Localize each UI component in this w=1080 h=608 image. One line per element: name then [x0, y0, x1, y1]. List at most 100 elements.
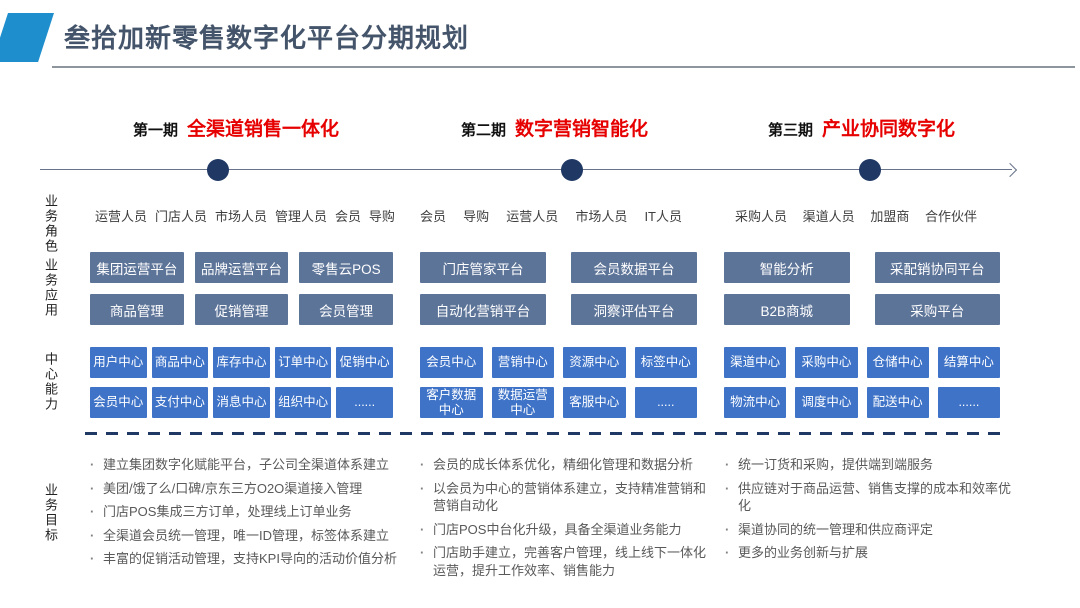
- phase3-title: 产业协同数字化: [822, 119, 956, 140]
- role-label: 合作伙伴: [924, 209, 977, 224]
- center-box: 采购中心: [795, 347, 858, 378]
- phase2-title: 数字营销智能化: [515, 119, 649, 140]
- role-label: 市场人员: [214, 209, 267, 224]
- app-box: 会员数据平台: [571, 252, 697, 283]
- row-label-business-goals: 业务目标: [43, 483, 58, 543]
- goal-item: 更多的业务创新与扩展: [723, 544, 1023, 562]
- goal-item: 门店助手建立，完善客户管理，线上线下一体化运营，提升工作效率、销售能力: [418, 544, 713, 579]
- center-box: 结算中心: [937, 347, 1000, 378]
- app-box: 会员管理: [299, 294, 394, 325]
- phase1-title: 全渠道销售一体化: [187, 119, 340, 140]
- title-accent-shape: [0, 13, 55, 62]
- center-box: 物流中心: [724, 387, 787, 418]
- phase2-apps-row2: 自动化营销平台洞察评估平台: [420, 294, 697, 325]
- phase1-roles-row: 运营人员门店人员市场人员管理人员会员导购: [95, 206, 395, 225]
- goal-item: 以会员为中心的营销体系建立，支持精准营销和营销自动化: [418, 480, 713, 515]
- role-label: 导购: [368, 209, 395, 224]
- role-label: 市场人员: [575, 209, 628, 224]
- app-box: 集团运营平台: [90, 252, 184, 283]
- center-box: 客服中心: [563, 387, 626, 418]
- app-box: 智能分析: [724, 252, 850, 283]
- phase3-apps-row1: 智能分析采配销协同平台: [724, 252, 1000, 283]
- phase2-header: 第二期 数字营销智能化: [461, 114, 648, 141]
- goal-item: 会员的成长体系优化，精细化管理和数据分析: [418, 456, 713, 474]
- center-box: 标签中心: [634, 347, 697, 378]
- center-box: ......: [937, 387, 1000, 418]
- phase2-centers-row2: 客户数据中心数据运营中心客服中心.....: [420, 387, 697, 418]
- phase1-apps-row1: 集团运营平台品牌运营平台零售云POS: [90, 252, 394, 283]
- center-box: 营销中心: [491, 347, 554, 378]
- phase3-goals-list: 统一订货和采购，提供端到端服务供应链对于商品运营、销售支撑的成本和效率优化渠道协…: [723, 456, 1023, 568]
- app-box: 自动化营销平台: [420, 294, 546, 325]
- role-label: 渠道人员: [802, 209, 855, 224]
- role-label: 采购人员: [735, 209, 788, 224]
- phase2-centers-row1: 会员中心营销中心资源中心标签中心: [420, 347, 697, 378]
- phase2-label: 第二期: [461, 122, 507, 139]
- center-box: 用户中心: [90, 347, 147, 378]
- phase1-goals-list: 建立集团数字化赋能平台，子公司全渠道体系建立美团/饿了么/口碑/京东三方O2O渠…: [88, 456, 400, 574]
- app-box: 品牌运营平台: [194, 252, 289, 283]
- timeline-dot-phase2: [561, 159, 583, 181]
- center-box: 库存中心: [213, 347, 270, 378]
- center-box: 消息中心: [213, 387, 270, 418]
- app-box: B2B商城: [724, 294, 850, 325]
- center-box: 组织中心: [274, 387, 332, 418]
- phase1-header: 第一期 全渠道销售一体化: [133, 114, 339, 141]
- role-label: 会员: [420, 209, 447, 224]
- phase3-header: 第三期 产业协同数字化: [768, 114, 955, 141]
- goal-item: 美团/饿了么/口碑/京东三方O2O渠道接入管理: [88, 480, 400, 498]
- center-box: 订单中心: [274, 347, 332, 378]
- row-label-center-capabilities: 中心能力: [43, 352, 58, 412]
- center-box: 仓储中心: [866, 347, 929, 378]
- role-label: 管理人员: [274, 209, 327, 224]
- role-label: 运营人员: [95, 209, 148, 224]
- role-label: 门店人员: [154, 209, 207, 224]
- center-box: 促销中心: [336, 347, 393, 378]
- center-box: 会员中心: [420, 347, 483, 378]
- app-box: 采购平台: [874, 294, 1000, 325]
- app-box: 洞察评估平台: [571, 294, 697, 325]
- center-box: .....: [634, 387, 697, 418]
- phase1-centers-row1: 用户中心商品中心库存中心订单中心促销中心: [90, 347, 393, 378]
- app-box: 零售云POS: [299, 252, 394, 283]
- app-box: 采配销协同平台: [874, 252, 1000, 283]
- phase3-centers-row1: 渠道中心采购中心仓储中心结算中心: [724, 347, 1000, 378]
- goal-item: 门店POS中台化升级，具备全渠道业务能力: [418, 521, 713, 539]
- timeline-dot-phase1: [207, 159, 229, 181]
- phase3-label: 第三期: [768, 122, 814, 139]
- center-box: 配送中心: [866, 387, 929, 418]
- center-box: 资源中心: [563, 347, 626, 378]
- row-label-business-apps: 业务应用: [43, 258, 58, 318]
- center-box: 调度中心: [795, 387, 858, 418]
- goal-item: 建立集团数字化赋能平台，子公司全渠道体系建立: [88, 456, 400, 474]
- phase2-apps-row1: 门店管家平台会员数据平台: [420, 252, 697, 283]
- role-label: 加盟商: [870, 209, 910, 224]
- goal-item: 供应链对于商品运营、销售支撑的成本和效率优化: [723, 480, 1023, 515]
- phase3-apps-row2: B2B商城采购平台: [724, 294, 1000, 325]
- center-box: 客户数据中心: [420, 387, 483, 418]
- role-label: 运营人员: [506, 209, 559, 224]
- timeline-arrow-icon: [1002, 162, 1018, 178]
- phase1-centers-row2: 会员中心支付中心消息中心组织中心......: [90, 387, 393, 418]
- role-label: 会员: [334, 209, 361, 224]
- app-box: 商品管理: [90, 294, 184, 325]
- phase2-goals-list: 会员的成长体系优化，精细化管理和数据分析以会员为中心的营销体系建立，支持精准营销…: [418, 456, 713, 585]
- title-underline: [52, 66, 1075, 68]
- goal-item: 渠道协同的统一管理和供应商评定: [723, 521, 1023, 539]
- goal-item: 门店POS集成三方订单，处理线上订单业务: [88, 503, 400, 521]
- phase3-roles-row: 采购人员渠道人员加盟商合作伙伴: [735, 206, 977, 225]
- phase1-label: 第一期: [133, 122, 179, 139]
- center-box: 商品中心: [151, 347, 209, 378]
- timeline-dot-phase3: [859, 159, 881, 181]
- page-title: 叁拾加新零售数字化平台分期规划: [64, 23, 470, 53]
- center-box: 数据运营中心: [491, 387, 554, 418]
- app-box: 促销管理: [194, 294, 289, 325]
- phase3-centers-row2: 物流中心调度中心配送中心......: [724, 387, 1000, 418]
- role-label: 导购: [463, 209, 490, 224]
- phase1-apps-row2: 商品管理促销管理会员管理: [90, 294, 394, 325]
- timeline-line: [40, 169, 1012, 170]
- center-box: 支付中心: [151, 387, 209, 418]
- center-box: 会员中心: [90, 387, 147, 418]
- goal-item: 全渠道会员统一管理，唯一ID管理，标签体系建立: [88, 527, 400, 545]
